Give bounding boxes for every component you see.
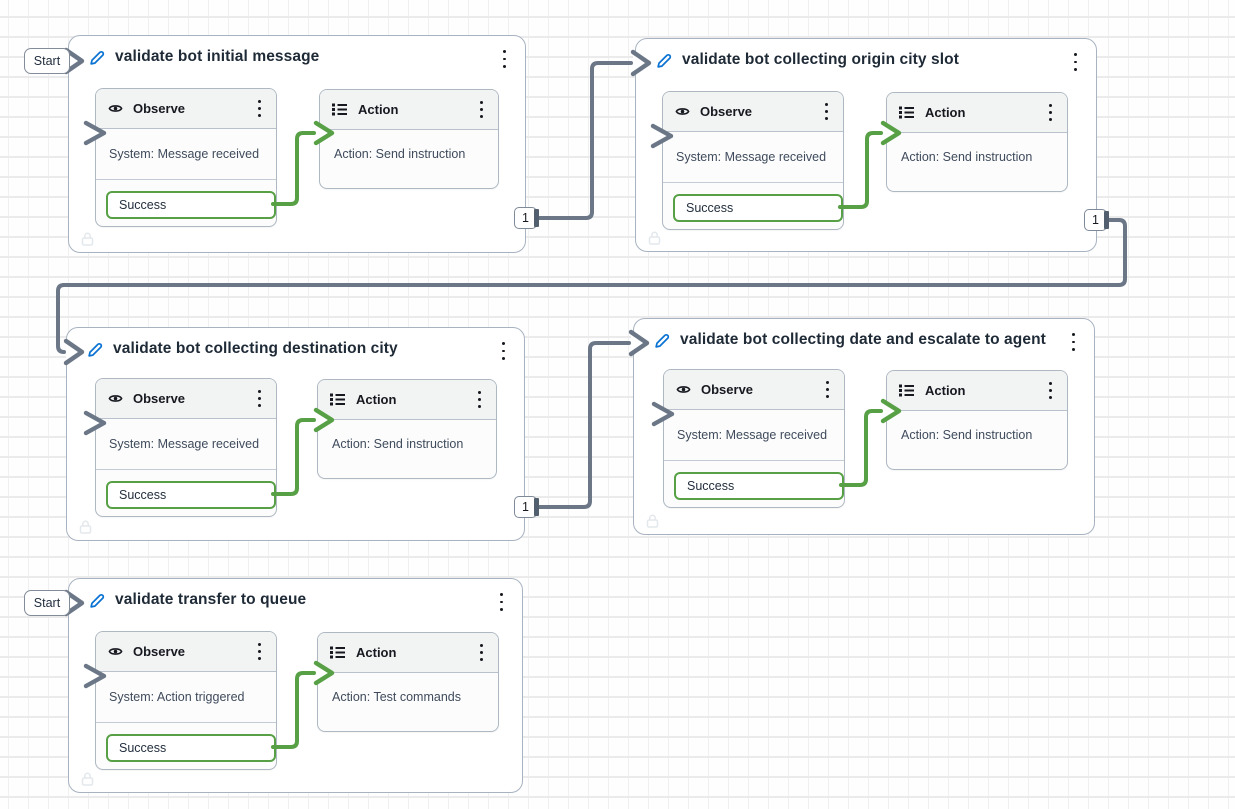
- success-port[interactable]: Success: [106, 191, 276, 219]
- connector-card3-to-card4: [537, 341, 631, 509]
- action-block[interactable]: Action Action: Send instruction: [317, 379, 497, 479]
- step-title: validate bot initial message: [115, 48, 320, 65]
- observe-eye-icon: [108, 105, 123, 112]
- observe-event: System: Message received: [96, 419, 276, 470]
- edit-pencil-icon: [88, 342, 103, 357]
- observe-menu-button[interactable]: [817, 101, 835, 123]
- action-label: Action: [356, 392, 397, 407]
- connector-card1-to-card2: [537, 61, 633, 220]
- step-card-initial-message[interactable]: validate bot initial message Observe Sys…: [68, 35, 526, 253]
- observe-block[interactable]: Observe System: Message received Success: [95, 88, 277, 227]
- step-title: validate bot collecting date and escalat…: [680, 331, 1046, 348]
- success-port[interactable]: Success: [674, 472, 844, 500]
- observe-label: Observe: [133, 101, 186, 116]
- step-menu-button[interactable]: [1066, 51, 1084, 73]
- step-card-transfer-queue[interactable]: validate transfer to queue Observe Syste…: [68, 578, 523, 793]
- action-list-icon: [330, 646, 345, 659]
- observe-block[interactable]: Observe System: Message received Success: [662, 91, 844, 230]
- action-list-icon: [330, 393, 345, 406]
- action-command: Action: Test commands: [332, 690, 461, 704]
- step-title-row[interactable]: validate bot collecting origin city slot: [656, 51, 959, 69]
- step-title-row[interactable]: validate bot collecting destination city: [87, 340, 398, 358]
- observe-eye-icon: [108, 648, 123, 655]
- action-menu-button[interactable]: [472, 99, 490, 121]
- observe-menu-button[interactable]: [250, 388, 268, 410]
- observe-event: System: Message received: [663, 132, 843, 183]
- observe-event: System: Message received: [664, 410, 844, 461]
- observe-block[interactable]: Observe System: Message received Success: [663, 369, 845, 508]
- success-port[interactable]: Success: [106, 734, 276, 762]
- edit-pencil-icon: [90, 50, 105, 65]
- start-label: Start: [24, 48, 70, 74]
- observe-label: Observe: [700, 104, 753, 119]
- action-command: Action: Send instruction: [332, 437, 464, 451]
- action-list-icon: [899, 106, 914, 119]
- action-menu-button[interactable]: [1041, 102, 1059, 124]
- edit-pencil-icon: [655, 333, 670, 348]
- step-title-row[interactable]: validate bot initial message: [89, 48, 319, 66]
- step-card-destination-city[interactable]: validate bot collecting destination city…: [66, 327, 525, 541]
- lock-icon: [648, 231, 661, 245]
- lock-icon: [81, 232, 94, 246]
- step-title-row[interactable]: validate bot collecting date and escalat…: [654, 331, 1046, 349]
- output-port-bar: [534, 209, 539, 227]
- step-menu-button[interactable]: [495, 48, 513, 70]
- edit-pencil-icon: [90, 593, 105, 608]
- action-command: Action: Send instruction: [334, 147, 466, 161]
- observe-block[interactable]: Observe System: Action triggered Success: [95, 631, 277, 770]
- output-port-bar: [534, 498, 539, 516]
- observe-label: Observe: [133, 644, 186, 659]
- observe-event: System: Message received: [96, 129, 276, 180]
- observe-eye-icon: [676, 386, 691, 393]
- lock-icon: [79, 520, 92, 534]
- action-block[interactable]: Action Action: Send instruction: [886, 92, 1068, 192]
- step-menu-button[interactable]: [492, 591, 510, 613]
- action-menu-button[interactable]: [472, 642, 490, 664]
- step-title: validate bot collecting origin city slot: [682, 51, 960, 68]
- step-title: validate transfer to queue: [115, 591, 307, 608]
- start-label: Start: [24, 590, 70, 616]
- observe-label: Observe: [133, 391, 186, 406]
- action-block[interactable]: Action Action: Test commands: [317, 632, 499, 732]
- action-label: Action: [358, 102, 399, 117]
- action-command: Action: Send instruction: [901, 150, 1033, 164]
- observe-label: Observe: [701, 382, 754, 397]
- observe-block[interactable]: Observe System: Message received Success: [95, 378, 277, 517]
- lock-icon: [81, 772, 94, 786]
- step-card-origin-city[interactable]: validate bot collecting origin city slot…: [635, 38, 1097, 252]
- observe-eye-icon: [675, 108, 690, 115]
- observe-event: System: Action triggered: [96, 672, 276, 723]
- action-label: Action: [925, 383, 966, 398]
- action-menu-button[interactable]: [470, 389, 488, 411]
- action-block[interactable]: Action Action: Send instruction: [886, 370, 1068, 470]
- action-label: Action: [925, 105, 966, 120]
- step-menu-button[interactable]: [494, 340, 512, 362]
- lock-icon: [646, 514, 659, 528]
- output-port-bar: [1104, 211, 1109, 229]
- step-menu-button[interactable]: [1064, 331, 1082, 353]
- observe-eye-icon: [108, 395, 123, 402]
- edit-pencil-icon: [657, 53, 672, 68]
- observe-menu-button[interactable]: [250, 98, 268, 120]
- action-block[interactable]: Action Action: Send instruction: [319, 89, 499, 189]
- step-title: validate bot collecting destination city: [113, 340, 398, 357]
- action-list-icon: [332, 103, 347, 116]
- action-command: Action: Send instruction: [901, 428, 1033, 442]
- success-port[interactable]: Success: [106, 481, 276, 509]
- action-label: Action: [356, 645, 397, 660]
- action-list-icon: [899, 384, 914, 397]
- step-card-date-escalate[interactable]: validate bot collecting date and escalat…: [633, 318, 1095, 535]
- step-title-row[interactable]: validate transfer to queue: [89, 591, 306, 609]
- observe-menu-button[interactable]: [250, 641, 268, 663]
- action-menu-button[interactable]: [1041, 380, 1059, 402]
- success-port[interactable]: Success: [673, 194, 843, 222]
- observe-menu-button[interactable]: [818, 379, 836, 401]
